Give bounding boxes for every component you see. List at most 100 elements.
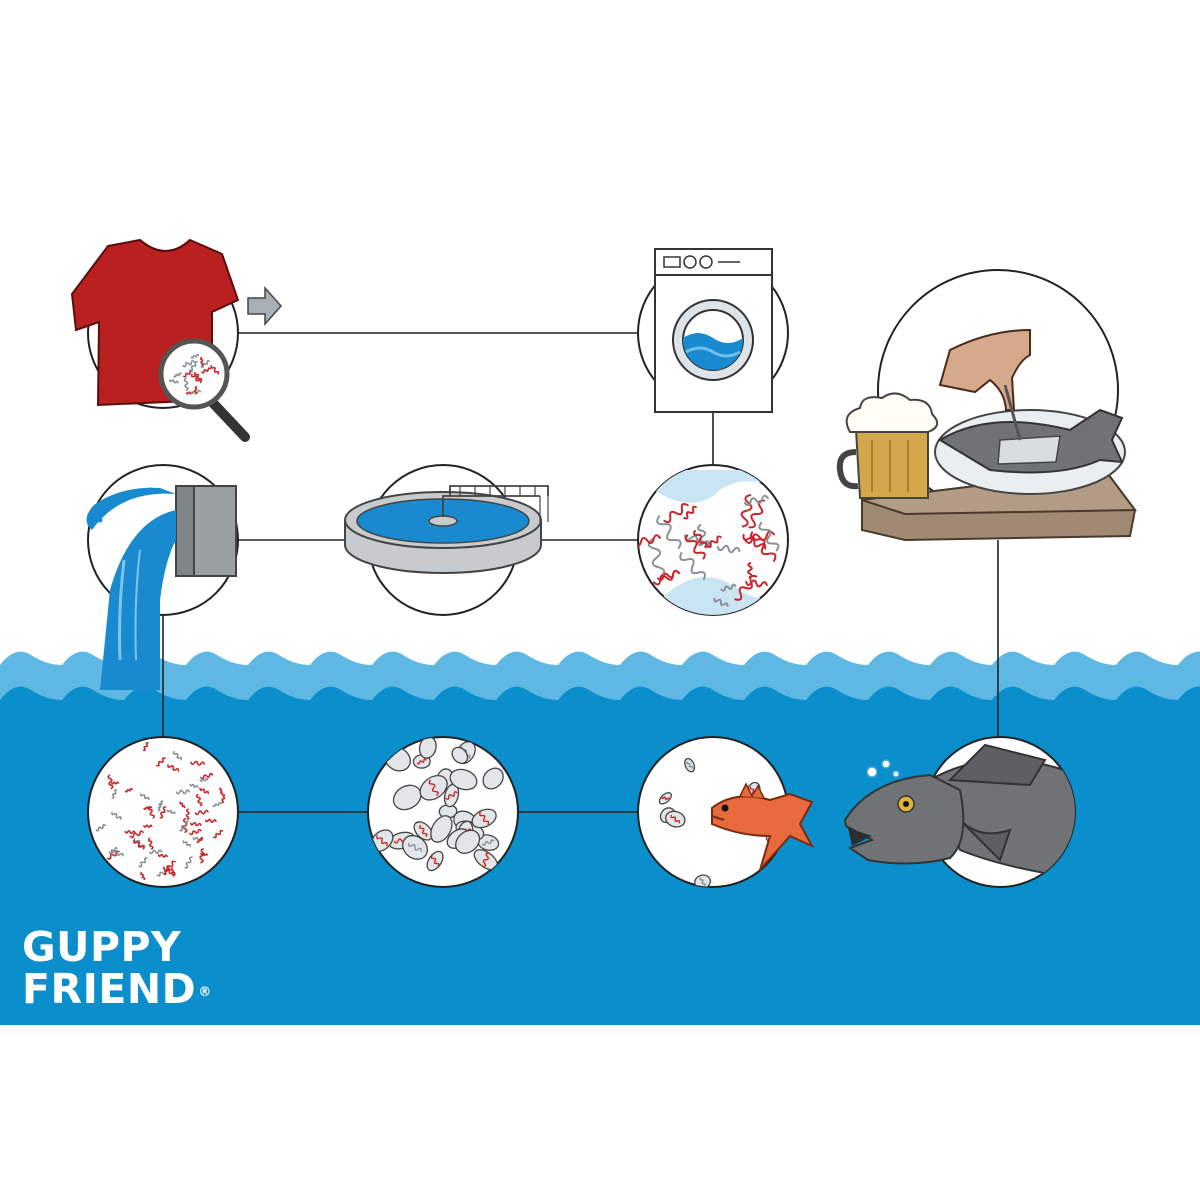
guppy-friend-logo: GUPPY FRIEND® (22, 926, 212, 1010)
washing-machine-icon (637, 248, 789, 413)
fiber (95, 824, 106, 832)
fiber (110, 781, 120, 785)
fiber (745, 579, 768, 588)
fiber (212, 801, 222, 808)
fiber (684, 534, 706, 560)
fiber (716, 544, 741, 554)
fiber (159, 806, 167, 819)
registered-mark: ® (198, 985, 212, 1000)
plankton-cell (418, 737, 437, 759)
fiber (190, 353, 200, 359)
fiber (686, 761, 693, 769)
plankton-cell (449, 768, 478, 791)
fiber (147, 806, 155, 819)
pipe-discharging-water-icon (86, 464, 239, 690)
fiber (190, 760, 206, 766)
sea-wave-dark (0, 686, 1200, 1025)
fiber (199, 356, 204, 367)
fiber (213, 829, 224, 839)
fiber (748, 499, 766, 529)
fiber (201, 367, 212, 374)
fiber (749, 531, 777, 562)
fiber (139, 872, 146, 881)
fiber (204, 818, 217, 824)
fiber (108, 846, 118, 854)
fiber (720, 583, 737, 592)
fiber (670, 814, 681, 824)
fiber (652, 569, 681, 586)
fiber (656, 515, 682, 550)
fish-dinner-with-beer-icon (836, 269, 1137, 542)
fiber (482, 852, 490, 868)
fiber (189, 360, 198, 372)
fiber (107, 774, 114, 790)
fiber (194, 809, 209, 816)
fiber (182, 840, 192, 847)
fiber (706, 535, 722, 549)
fiber (743, 494, 769, 507)
fiber (747, 562, 753, 579)
logo-line-2-text: FRIEND (22, 965, 197, 1013)
fiber (163, 865, 170, 876)
fiber (758, 521, 780, 552)
fiber (157, 802, 162, 812)
fiber (183, 377, 189, 392)
fiber (166, 809, 176, 815)
arrow-right-icon (247, 286, 283, 326)
fiber (129, 830, 144, 839)
fiber (683, 505, 697, 520)
fiber (199, 848, 205, 864)
fiber (376, 835, 388, 847)
fiber (199, 777, 209, 782)
fiber (200, 772, 214, 780)
fiber (138, 857, 148, 868)
fiber (170, 867, 175, 877)
fiber (200, 359, 210, 368)
microfibers-in-sea-icon (87, 736, 239, 888)
fiber (193, 371, 203, 382)
plankton-cell (482, 767, 504, 790)
fiber (157, 853, 168, 858)
fiber (179, 801, 186, 809)
fiber (638, 534, 661, 547)
fiber (175, 789, 191, 795)
red-t-shirt-with-magnifier-icon (70, 238, 250, 442)
fiber (167, 764, 180, 772)
plankton-texture (370, 737, 504, 872)
fiber (740, 494, 753, 528)
fiber (111, 811, 122, 820)
plankton-cell (451, 746, 469, 765)
fiber (481, 839, 495, 846)
fiber (660, 796, 670, 801)
fiber (143, 824, 153, 828)
fiber (182, 359, 195, 368)
fiber (647, 538, 666, 578)
fiber (679, 552, 706, 581)
logo-line-2: FRIEND® (22, 968, 212, 1010)
fiber (147, 837, 154, 850)
sea-background (0, 651, 1200, 1025)
fiber-texture (638, 494, 780, 608)
small-fish-eating-plankton-icon (637, 736, 815, 888)
fiber (148, 849, 163, 855)
fiber-texture (95, 742, 226, 881)
fiber (168, 379, 179, 384)
fiber (713, 597, 729, 608)
fiber (124, 787, 133, 793)
fiber (430, 855, 440, 867)
fiber (107, 850, 120, 860)
plankton-ingesting-fibers-icon (367, 736, 519, 888)
fiber (124, 830, 136, 835)
fiber (195, 793, 203, 807)
fiber (683, 534, 711, 547)
fiber (189, 821, 202, 827)
fiber-texture (168, 353, 220, 395)
fiber (199, 787, 210, 795)
fiber (155, 757, 166, 767)
fiber (416, 758, 427, 765)
fiber (219, 787, 224, 796)
fiber (190, 373, 202, 384)
fiber (210, 364, 220, 375)
logo-line-1: GUPPY (22, 923, 182, 971)
